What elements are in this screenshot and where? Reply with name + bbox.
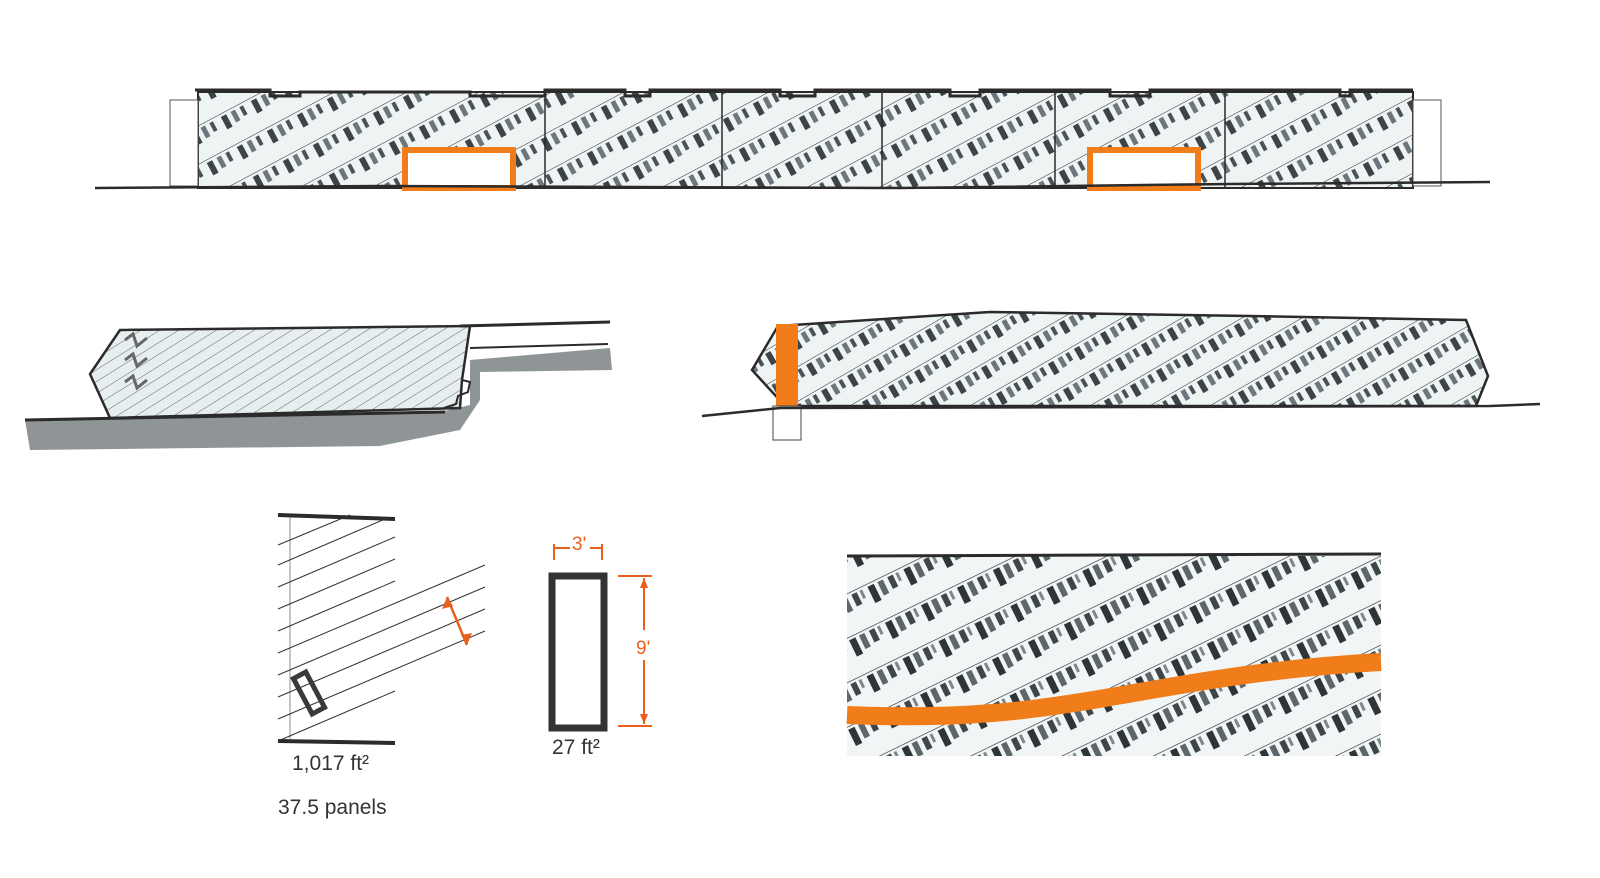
panel-layout-diagram <box>277 513 486 745</box>
long-elevation-sketch <box>94 88 1491 191</box>
facade-closeup-sketch <box>846 552 1382 769</box>
panel-detail-diagram <box>548 544 652 732</box>
panel-unit-area-label: 27 ft² <box>552 736 600 759</box>
panel-area-label: 1,017 ft² <box>292 752 370 775</box>
door-frame-left <box>402 147 516 191</box>
panel-width-label: 3' <box>572 534 587 555</box>
section-sketch <box>24 320 612 450</box>
accent-band <box>846 653 1382 726</box>
side-elevation-sketch <box>701 310 1541 441</box>
panel-count-label: 37.5 panels <box>278 796 387 819</box>
panel-height-label: 9' <box>636 638 651 659</box>
door-frame-right <box>1087 147 1201 191</box>
door-frame-side <box>776 324 798 406</box>
